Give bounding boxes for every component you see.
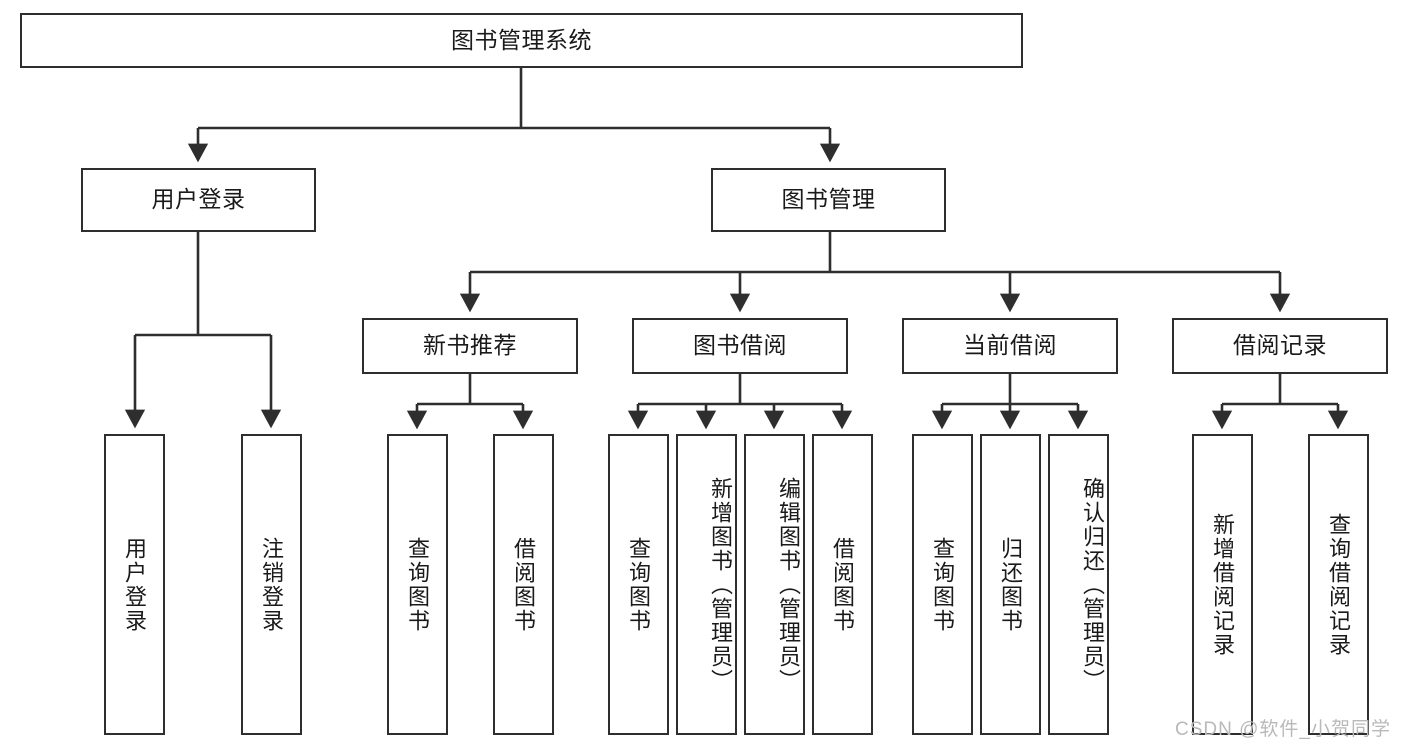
- leaf-new-book-borrow[interactable]: 借阅图书: [493, 434, 554, 735]
- node-book-management[interactable]: 图书管理: [711, 168, 946, 232]
- node-new-book-recommend[interactable]: 新书推荐: [362, 318, 578, 374]
- leaf-book-borrow-borrow[interactable]: 借阅图书: [812, 434, 873, 735]
- leaf-user-login-login[interactable]: 用户登录: [104, 434, 165, 735]
- leaf-current-borrow-return[interactable]: 归还图书: [980, 434, 1041, 735]
- leaf-borrow-record-query[interactable]: 查询借阅记录: [1308, 434, 1369, 735]
- leaf-book-borrow-query[interactable]: 查询图书: [608, 434, 669, 735]
- leaf-current-borrow-query[interactable]: 查询图书: [912, 434, 973, 735]
- node-current-borrow[interactable]: 当前借阅: [902, 318, 1118, 374]
- leaf-book-borrow-edit[interactable]: 编辑图书（管理员）: [744, 434, 805, 735]
- leaf-new-book-query[interactable]: 查询图书: [387, 434, 448, 735]
- leaf-borrow-record-add[interactable]: 新增借阅记录: [1192, 434, 1253, 735]
- leaf-book-borrow-add[interactable]: 新增图书（管理员）: [676, 434, 737, 735]
- node-root-system[interactable]: 图书管理系统: [20, 13, 1023, 68]
- node-book-borrow[interactable]: 图书借阅: [632, 318, 848, 374]
- node-borrow-record[interactable]: 借阅记录: [1172, 318, 1388, 374]
- node-user-login[interactable]: 用户登录: [81, 168, 316, 232]
- leaf-user-login-logout[interactable]: 注销登录: [241, 434, 302, 735]
- leaf-current-borrow-confirm-return[interactable]: 确认归还（管理员）: [1048, 434, 1109, 735]
